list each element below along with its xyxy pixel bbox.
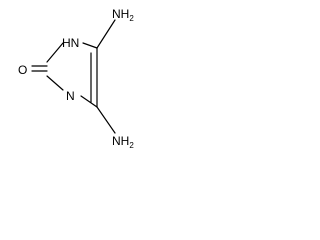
bond-c4-nh2-bottom [96,106,116,134]
bond-c2-n3 [46,75,64,91]
amino-top-label: NH2 [112,7,134,23]
carbonyl-oxygen-label: O [18,63,27,77]
bond-n1-c2 [46,42,64,63]
ring-n-label: N [66,89,75,103]
chemical-structure-diagram: NH2 HN O N NH2 [18,7,134,150]
amino-bottom-subscript: 2 [129,141,134,150]
amino-top-subscript: 2 [129,14,134,23]
amino-bottom-label: NH2 [112,134,134,150]
bond-c6-n1 [82,42,98,49]
bond-c6-nh2-top [96,19,116,49]
ring-nh-label: HN [62,36,79,50]
bond-c4-n3 [80,95,98,108]
